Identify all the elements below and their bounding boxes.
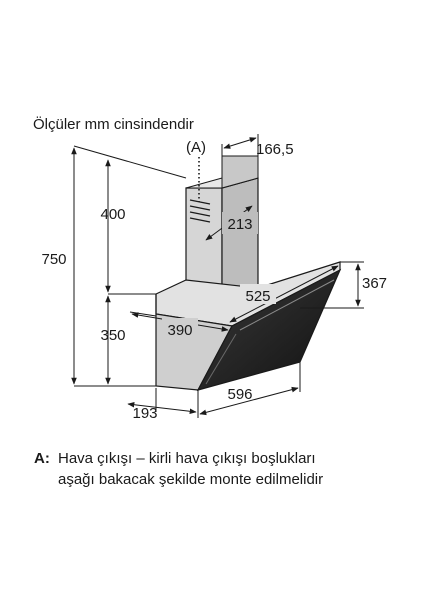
dimension-hood-depth: 390 [129, 311, 229, 339]
svg-text:525: 525 [245, 288, 270, 305]
svg-text:750: 750 [41, 251, 66, 268]
svg-text:367: 367 [362, 275, 387, 292]
svg-text:350: 350 [100, 327, 125, 344]
dimension-chimney-depth: 166,5 [221, 134, 294, 158]
dimension-hood-width-top: 525 [229, 265, 339, 323]
dimension-total-height: 750 [41, 145, 187, 387]
dimension-chimney-height: 400 [100, 159, 156, 295]
note-line-2: aşağı bakacak şekilde monte edilmelidir [58, 471, 323, 488]
svg-text:596: 596 [227, 386, 252, 403]
outlet-note: A: Hava çıkışı – kirli hava çıkışı boşlu… [34, 450, 323, 488]
dimension-hood-width-bottom: 596 [197, 362, 301, 418]
note-key: A: [34, 450, 50, 467]
svg-text:213: 213 [227, 216, 252, 233]
dimension-chimney-width: 213 [205, 205, 258, 241]
svg-text:400: 400 [100, 206, 125, 223]
svg-text:193: 193 [132, 405, 157, 422]
note-line-1: Hava çıkışı – kirli hava çıkışı boşlukla… [58, 450, 316, 467]
svg-text:390: 390 [167, 322, 192, 339]
svg-text:166,5: 166,5 [256, 141, 294, 158]
dimension-bottom-depth: 193 [127, 388, 197, 422]
diagram-title: Ölçüler mm cinsindendir [33, 115, 194, 133]
outlet-marker: (A) [186, 139, 206, 156]
dimension-hood-height: 350 [100, 295, 126, 385]
